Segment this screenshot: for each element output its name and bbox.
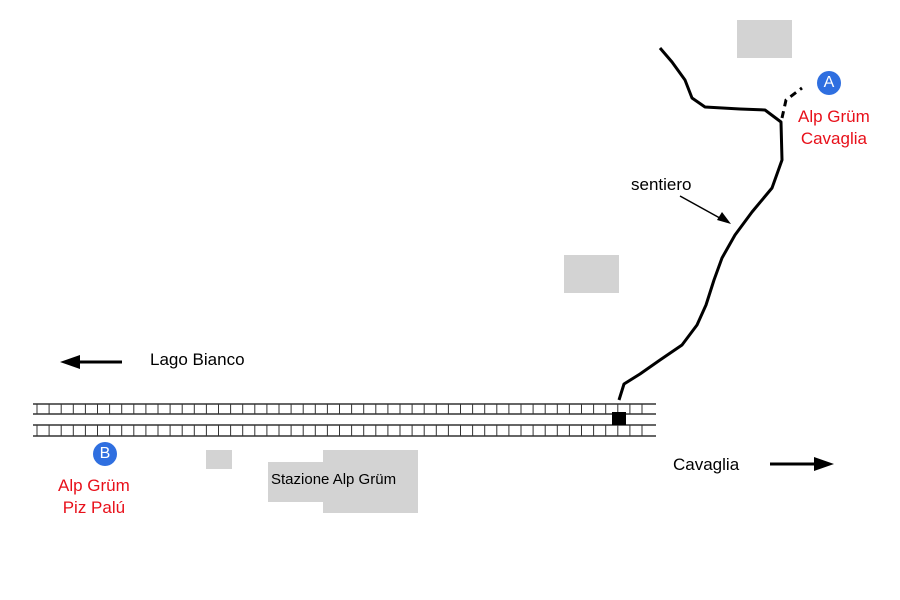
marker-b-line1: Alp Grüm [58,476,130,495]
marker-b-icon[interactable]: B [93,442,117,466]
railway-tracks [33,403,656,437]
building [737,20,792,58]
west-direction-label: Lago Bianco [150,350,245,369]
station-building [323,450,418,513]
marker-a-line2: Cavaglia [800,129,867,148]
station-label: Stazione Alp Grüm [271,471,397,488]
arrow-east-icon [770,457,834,471]
marker-a-label: Alp Grüm Cavaglia [798,106,870,150]
station-building [268,462,328,502]
marker-b-label: Alp Grüm Piz Palú [58,475,130,519]
trail-path-dashed [780,86,803,119]
station-stop-marker [612,412,626,425]
building [206,450,232,469]
pointer-arrowhead [717,212,731,224]
marker-a-line1: Alp Grüm [798,107,870,126]
building [564,255,619,293]
arrow-west-icon [60,355,122,369]
east-direction-label: Cavaglia [673,455,740,474]
marker-b-line2: Piz Palú [62,498,126,517]
trail-label: sentiero [631,175,692,194]
trail-path [617,47,784,401]
marker-a-icon[interactable]: A [817,71,841,95]
